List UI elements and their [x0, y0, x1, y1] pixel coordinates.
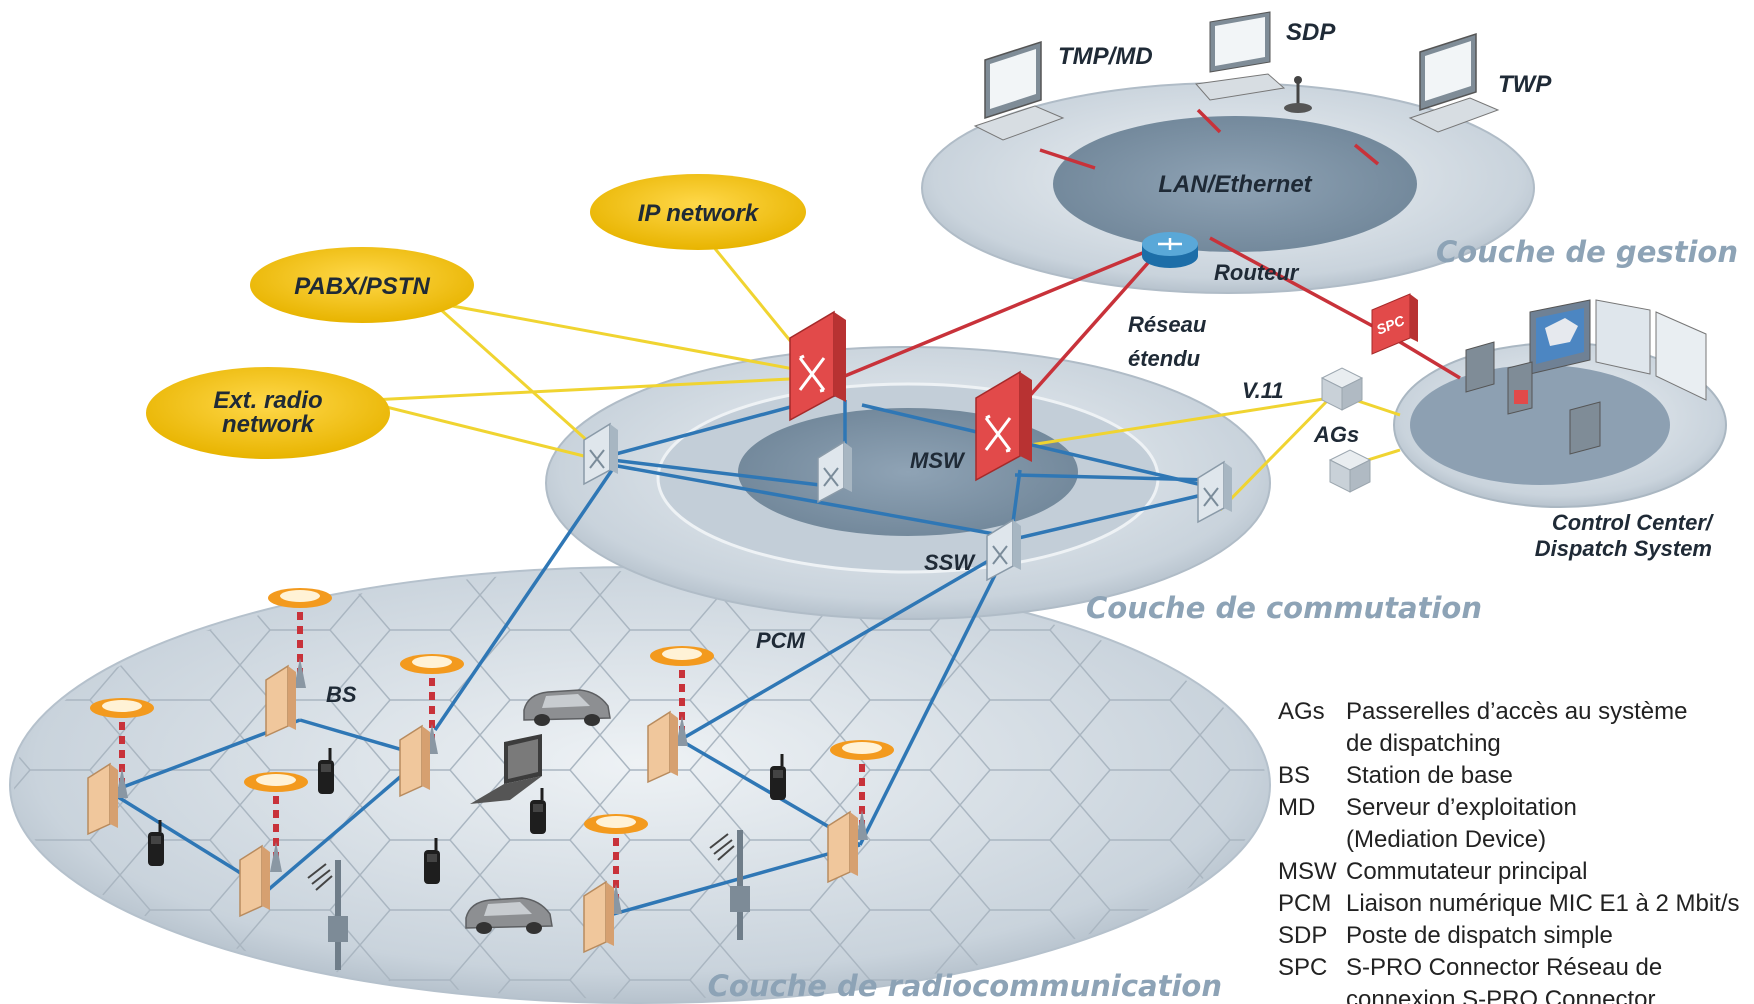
cloud-pabx-pstn: PABX/PSTN: [250, 247, 474, 323]
legend-row: (Mediation Device): [1278, 824, 1754, 856]
legend-def: Station de base: [1346, 762, 1513, 789]
legend-abbr: PCM: [1278, 890, 1332, 917]
legend: AGs Passerelles d’accès au système de di…: [1278, 696, 1754, 1004]
base-station-4: [239, 845, 271, 917]
blue-links: [109, 393, 1216, 917]
base-station-6: [827, 811, 859, 883]
base-station-3: [399, 725, 431, 797]
layer-title-commutation: Couche de commutation: [1086, 591, 1482, 625]
cloud-ip-network: IP network: [590, 174, 806, 250]
monitor-sdp: [1195, 11, 1312, 113]
management-layer-disc: [921, 82, 1535, 294]
label-pcm: PCM: [756, 628, 806, 653]
legend-abbr: AGs: [1278, 698, 1325, 725]
legend-abbr: SDP: [1278, 922, 1328, 949]
legend-def-cont: de dispatching: [1346, 730, 1501, 757]
label-lan-ethernet: LAN/Ethernet: [1158, 171, 1312, 198]
base-station-5: [647, 711, 679, 783]
label-msw: MSW: [910, 448, 966, 473]
cloud-ext-radio: Ext. radio network: [146, 367, 390, 459]
legend-row: de dispatching: [1278, 728, 1754, 760]
legend-def: Serveur d’exploitation: [1346, 794, 1577, 821]
legend-def: Commutateur principal: [1346, 858, 1588, 885]
switching-layer-disc: [545, 346, 1271, 620]
red-links: [839, 108, 1461, 420]
legend-row: SPC S-PRO Connector Réseau de: [1278, 952, 1754, 984]
label-v11: V.11: [1242, 378, 1284, 403]
legend-row: AGs Passerelles d’accès au système: [1278, 696, 1754, 728]
legend-def: Poste de dispatch simple: [1346, 922, 1613, 949]
label-reseau-1: Réseau: [1128, 312, 1207, 337]
legend-abbr: BS: [1278, 762, 1311, 789]
layer-title-radio: Couche de radiocommunication: [708, 969, 1222, 1003]
label-control-2: Dispatch System: [1535, 536, 1712, 561]
mast-2: [709, 830, 750, 940]
ag-box-1: [1321, 367, 1363, 411]
legend-row: MSW Commutateur principal: [1278, 856, 1754, 888]
label-control-1: Control Center/: [1552, 510, 1715, 535]
laptop-icon: [470, 734, 542, 804]
legend-def-cont: connexion S-PRO Connector: [1346, 986, 1656, 1004]
base-station-1: [265, 665, 297, 737]
spc-box: [1371, 293, 1418, 355]
label-tmp-md: TMP/MD: [1058, 43, 1153, 70]
legend-def: Liaison numérique MIC E1 à 2 Mbit/s: [1346, 890, 1740, 917]
label-reseau-2: étendu: [1128, 346, 1201, 371]
label-ssw: SSW: [924, 550, 976, 575]
base-station-2: [87, 763, 119, 835]
router-icon: [1142, 232, 1198, 268]
label-bs: BS: [326, 682, 357, 707]
label-routeur: Routeur: [1214, 260, 1300, 285]
label-ags: AGs: [1313, 422, 1359, 447]
cloud-ip-label: IP network: [638, 200, 760, 227]
label-sdp: SDP: [1286, 19, 1336, 46]
cloud-ext-label-2: network: [222, 411, 316, 438]
label-twp: TWP: [1498, 71, 1552, 98]
radio-layer-disc: [9, 566, 1271, 1004]
legend-row: BS Station de base: [1278, 760, 1754, 792]
monitor-twp: [1409, 33, 1499, 133]
legend-abbr: MSW: [1278, 858, 1337, 885]
cloud-pabx-label: PABX/PSTN: [294, 273, 430, 300]
control-center-screens: [1465, 299, 1707, 455]
legend-row: connexion S-PRO Connector: [1278, 984, 1754, 1004]
legend-row: PCM Liaison numérique MIC E1 à 2 Mbit/s: [1278, 888, 1754, 920]
ag-box-2: [1329, 449, 1371, 493]
legend-def-cont: (Mediation Device): [1346, 826, 1547, 853]
mast-1: [307, 860, 348, 970]
legend-abbr: SPC: [1278, 954, 1328, 981]
base-station-7: [583, 881, 615, 953]
layer-title-gestion: Couche de gestion: [1436, 235, 1738, 269]
legend-def: S-PRO Connector Réseau de: [1346, 954, 1663, 981]
legend-row: MD Serveur d’exploitation: [1278, 792, 1754, 824]
cloud-ext-label-1: Ext. radio: [213, 387, 322, 414]
legend-def: Passerelles d’accès au système: [1346, 698, 1688, 725]
legend-abbr: MD: [1278, 794, 1316, 821]
legend-row: SDP Poste de dispatch simple: [1278, 920, 1754, 952]
